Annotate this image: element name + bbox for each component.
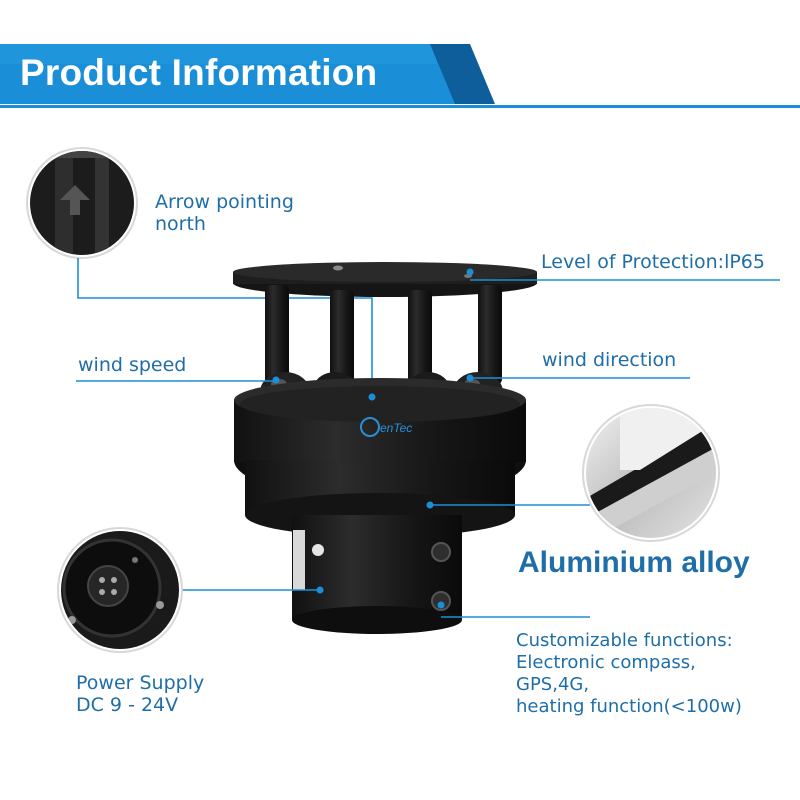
logo-icon: enTec xyxy=(360,417,412,437)
protection-level-label: Level of Protection:lP65 xyxy=(541,251,765,273)
customizable-functions-label: Customizable functions: Electronic compa… xyxy=(516,630,742,717)
arrow-north-label: Arrow pointing north xyxy=(155,191,294,235)
wind-speed-label: wind speed xyxy=(78,354,187,376)
header-banner xyxy=(0,44,800,108)
svg-text:enTec: enTec xyxy=(380,421,412,435)
aluminium-alloy-label: Aluminium alloy xyxy=(518,546,750,579)
power-supply-label: Power Supply DC 9 - 24V xyxy=(76,672,205,716)
aluminium-detail-image xyxy=(582,404,720,542)
arrow-detail-image xyxy=(26,147,138,259)
page-title: Product Information xyxy=(20,52,378,93)
wind-direction-label: wind direction xyxy=(542,349,677,371)
connector-detail-image xyxy=(57,527,183,653)
